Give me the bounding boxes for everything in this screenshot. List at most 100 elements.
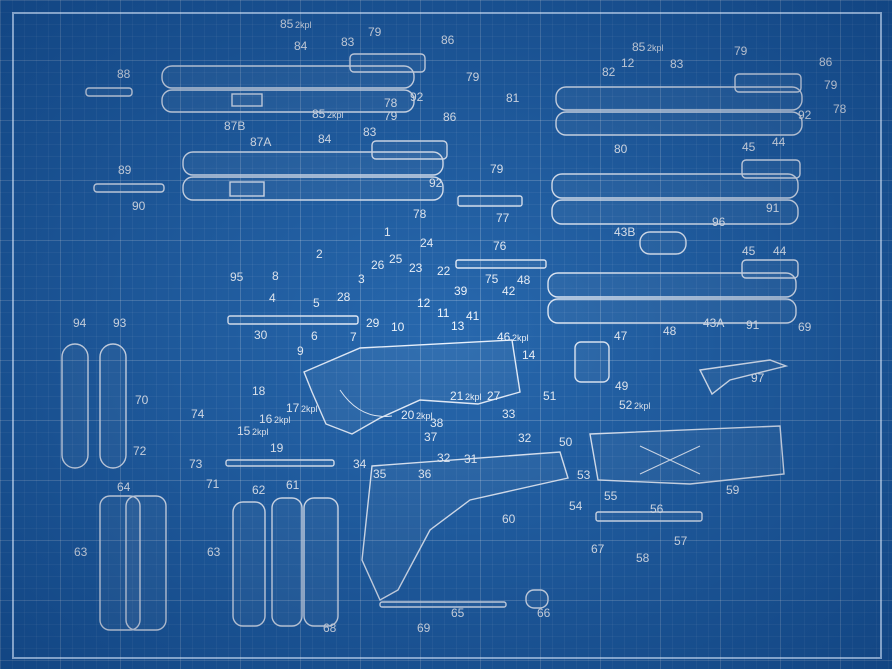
part-label-69-bottom: 69 <box>417 621 431 635</box>
part-label-84-mid: 84 <box>318 132 332 146</box>
part-label-12-right: 12 <box>621 56 635 70</box>
part-label-41: 41 <box>466 309 480 323</box>
small-parts <box>85 87 789 609</box>
part-label-48-right: 48 <box>663 324 677 338</box>
part-label-96: 96 <box>712 215 726 229</box>
part-label-24: 24 <box>420 236 434 250</box>
part-label-87B: 87B <box>224 119 245 133</box>
part-label-suffix-16: 2kpl <box>274 415 291 425</box>
part-label-79-rtop: 79 <box>734 44 748 58</box>
part-label-95: 95 <box>230 270 244 284</box>
barrel-87a <box>182 140 448 201</box>
part-label-45-low: 45 <box>742 244 756 258</box>
part-label-32-a: 32 <box>518 431 532 445</box>
part-label-15: 15 <box>237 424 251 438</box>
part-label-76: 76 <box>493 239 507 253</box>
part-label-78-right: 78 <box>833 102 847 116</box>
part-label-94: 94 <box>73 316 87 330</box>
part-label-44-top: 44 <box>772 135 786 149</box>
part-label-suffix-20: 2kpl <box>416 411 433 421</box>
part-label-18: 18 <box>252 384 266 398</box>
part-label-54: 54 <box>569 499 583 513</box>
part-label-87A: 87A <box>250 135 271 149</box>
part-label-43B: 43B <box>614 225 635 239</box>
part-label-44-low: 44 <box>773 244 787 258</box>
part-label-31: 31 <box>464 452 478 466</box>
part-label-86-right: 86 <box>819 55 833 69</box>
part-label-71: 71 <box>206 477 220 491</box>
part-label-10: 10 <box>391 320 405 334</box>
part-label-29: 29 <box>366 316 380 330</box>
part-label-74: 74 <box>191 407 205 421</box>
part-label-37: 37 <box>424 430 438 444</box>
part-label-13: 13 <box>451 319 465 333</box>
part-label-85-right: 85 <box>632 40 646 54</box>
part-label-suffix-85-right: 2kpl <box>647 43 664 53</box>
part-label-92-right: 92 <box>798 108 812 122</box>
part-label-suffix-21: 2kpl <box>465 392 482 402</box>
part-label-suffix-85-mid: 2kpl <box>327 110 344 120</box>
part-label-50: 50 <box>559 435 573 449</box>
part-label-45-top: 45 <box>742 140 756 154</box>
part-label-69-right: 69 <box>798 320 812 334</box>
part-label-30: 30 <box>254 328 268 342</box>
part-label-93: 93 <box>113 316 127 330</box>
recoil-pads <box>61 343 339 631</box>
part-label-42: 42 <box>502 284 516 298</box>
part-label-90: 90 <box>132 199 146 213</box>
part-label-91-top: 91 <box>766 201 780 215</box>
part-label-49: 49 <box>615 379 629 393</box>
part-label-83-top: 83 <box>341 35 355 49</box>
part-label-75: 75 <box>485 272 499 286</box>
part-label-43A: 43A <box>703 316 724 330</box>
part-label-64: 64 <box>117 480 131 494</box>
part-label-81: 81 <box>506 91 520 105</box>
part-label-78-top: 78 <box>384 96 398 110</box>
part-label-9: 9 <box>297 344 304 358</box>
forend-59 <box>589 425 785 485</box>
part-label-8: 8 <box>272 269 279 283</box>
part-label-20: 20 <box>401 408 415 422</box>
part-label-77: 77 <box>496 211 510 225</box>
part-label-27: 27 <box>487 389 501 403</box>
part-label-19: 19 <box>270 441 284 455</box>
part-label-68: 68 <box>323 621 337 635</box>
part-label-60: 60 <box>502 512 516 526</box>
part-label-7: 7 <box>350 330 357 344</box>
part-label-3: 3 <box>358 272 365 286</box>
part-label-38: 38 <box>430 416 444 430</box>
part-label-suffix-46: 2kpl <box>512 333 529 343</box>
part-label-14: 14 <box>522 348 536 362</box>
part-label-suffix-85-top: 2kpl <box>295 20 312 30</box>
part-label-11: 11 <box>437 306 450 320</box>
part-label-25: 25 <box>389 252 403 266</box>
part-label-57: 57 <box>674 534 688 548</box>
part-label-51: 51 <box>543 389 557 403</box>
part-label-67: 67 <box>591 542 605 556</box>
part-label-97: 97 <box>751 371 765 385</box>
receiver-14 <box>303 339 521 435</box>
part-label-36: 36 <box>418 467 432 481</box>
part-label-48-mid: 48 <box>517 273 531 287</box>
part-label-suffix-17: 2kpl <box>301 404 318 414</box>
part-label-86-top: 86 <box>441 33 455 47</box>
part-label-82: 82 <box>602 65 616 79</box>
part-label-88: 88 <box>117 67 131 81</box>
part-label-39: 39 <box>454 284 468 298</box>
part-label-46: 46 <box>497 330 511 344</box>
stock-60 <box>361 451 569 601</box>
part-label-suffix-52: 2kpl <box>634 401 651 411</box>
part-label-4: 4 <box>269 291 276 305</box>
part-label-33: 33 <box>502 407 516 421</box>
part-label-85-mid: 85 <box>312 107 326 121</box>
part-label-5: 5 <box>313 296 320 310</box>
part-label-2: 2 <box>316 247 323 261</box>
part-label-85-top: 85 <box>280 17 294 31</box>
part-label-62: 62 <box>252 483 266 497</box>
part-label-1: 1 <box>384 225 391 239</box>
part-label-32-b: 32 <box>437 451 451 465</box>
part-label-21: 21 <box>450 389 464 403</box>
part-label-73: 73 <box>189 457 203 471</box>
part-label-84-top: 84 <box>294 39 308 53</box>
